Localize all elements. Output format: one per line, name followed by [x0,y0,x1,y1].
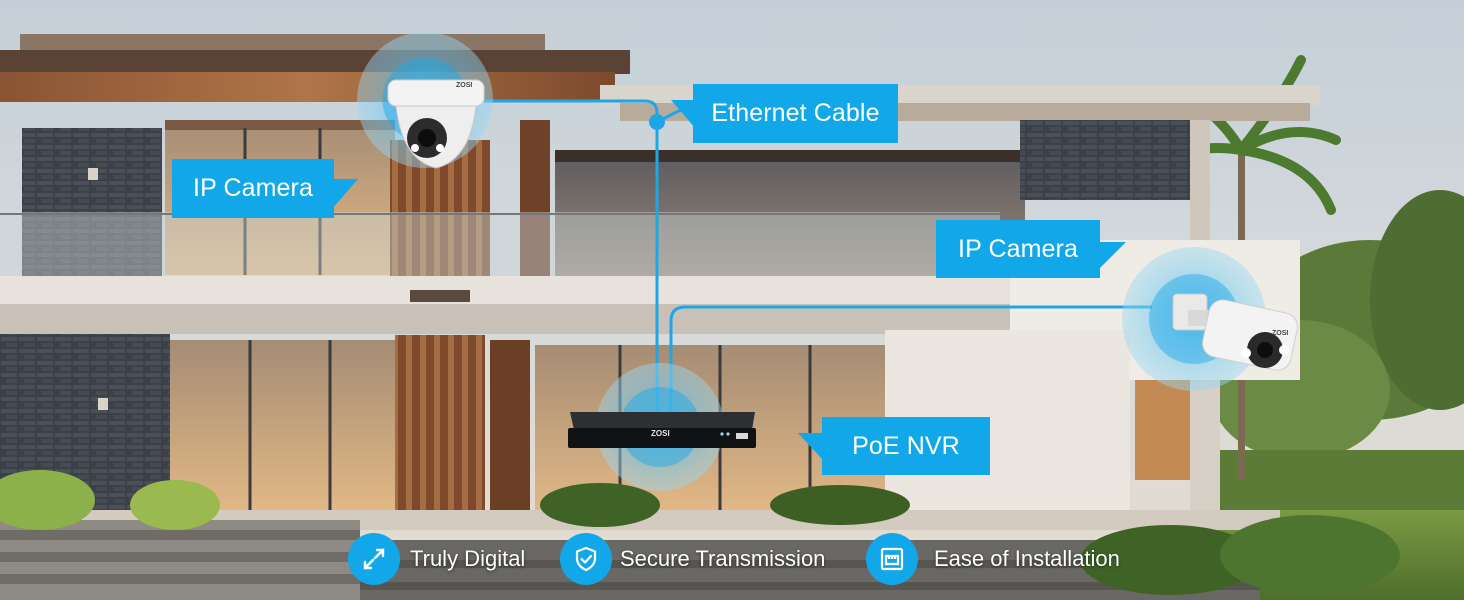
dome-camera-icon [387,79,485,169]
ip-camera-callout-right: IP Camera [936,220,1126,278]
feature-secure-transmission: Secure Transmission [560,533,825,585]
feature-ease-of-installation: Ease of Installation [866,533,1120,585]
cable-junction-dot [649,114,665,130]
callout-pointer [332,179,358,209]
feature-label: Secure Transmission [620,546,826,571]
shield-check-icon [560,533,612,585]
ip-camera-callout-left: IP Camera [172,159,358,218]
ip-camera-label-left: IP Camera [193,174,313,202]
nvr-brand-label: ZOSI [651,429,670,438]
dome-camera-brand-label: ZOSI [456,82,473,89]
ethernet-cable-callout: Ethernet Cable [671,84,898,143]
ethernet-cable-label: Ethernet Cable [711,99,880,127]
callout-pointer [1098,242,1126,270]
callout-pointer [671,100,695,128]
bullet-camera-icon [1172,293,1298,371]
ethernet-port-icon [866,533,918,585]
feature-label: Ease of Installation [934,546,1120,571]
feature-truly-digital: Truly Digital [348,533,525,585]
callout-pointer [798,433,824,461]
feature-label: Truly Digital [410,546,526,571]
poe-nvr-label: PoE NVR [852,431,960,460]
arrows-diagonal-icon [348,533,400,585]
nvr-device-icon [568,412,756,448]
poe-nvr-callout: PoE NVR [798,417,990,475]
bullet-camera-brand-label: ZOSI [1272,330,1289,337]
ip-camera-label-right: IP Camera [958,234,1078,263]
